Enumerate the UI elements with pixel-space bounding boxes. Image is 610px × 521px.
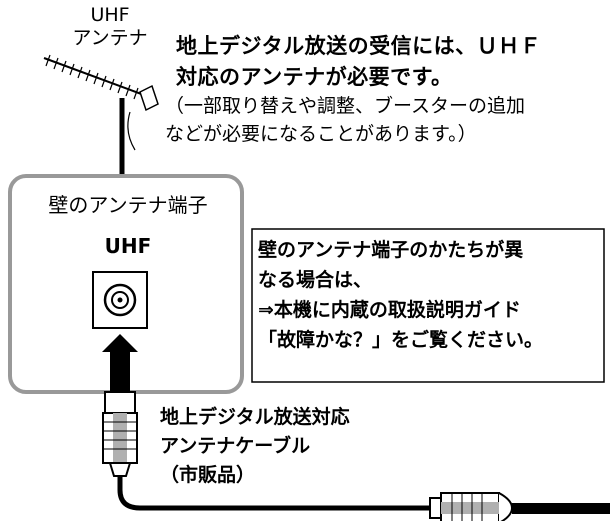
note-line1: （一部取り替えや調整、ブースターの追加	[165, 95, 526, 117]
cable-label-line3: （市販品）	[160, 464, 256, 486]
cable-label-line1: 地上デジタル放送対応	[160, 406, 350, 428]
cable-label-line2: アンテナケーブル	[160, 435, 311, 457]
antenna-label-line1: UHF	[90, 4, 130, 26]
up-arrow-icon	[102, 334, 138, 391]
note: （一部取り替えや調整、ブースターの追加 などが必要になることがあります。）	[165, 92, 605, 148]
cable-plug-icon	[102, 391, 138, 477]
antenna-connector-icon	[92, 271, 148, 329]
cable-label: 地上デジタル放送対応 アンテナケーブル （市販品）	[160, 403, 420, 490]
info-box-line4: 「故障かな？」をご覧ください。	[258, 329, 544, 351]
info-box-line2: なる場合は、	[258, 269, 373, 291]
wall-terminal-type: UHF	[104, 234, 152, 258]
antenna-cable	[117, 476, 430, 511]
antenna-label-line2: アンテナ	[72, 27, 148, 49]
uhf-antenna-icon	[43, 54, 159, 151]
wall-terminal-label: 壁のアンテナ端子	[48, 193, 208, 217]
info-box	[251, 228, 605, 383]
info-box-text: 壁のアンテナ端子のかたちが異 なる場合は、 ⇒本機に内蔵の取扱説明ガイド 「故障…	[258, 235, 603, 355]
antenna-label: UHF アンテナ	[60, 4, 160, 50]
cable-connector-right-icon	[429, 492, 610, 521]
note-line2: などが必要になることがあります。）	[165, 123, 477, 145]
heading: 地上デジタル放送の受信には、ＵＨＦ 対応のアンテナが必要です。	[176, 31, 606, 93]
heading-line2: 対応のアンテナが必要です。	[176, 65, 453, 89]
heading-line1: 地上デジタル放送の受信には、ＵＨＦ	[176, 34, 542, 58]
info-box-line1: 壁のアンテナ端子のかたちが異	[258, 239, 524, 261]
info-box-line3: ⇒本機に内蔵の取扱説明ガイド	[258, 299, 521, 321]
